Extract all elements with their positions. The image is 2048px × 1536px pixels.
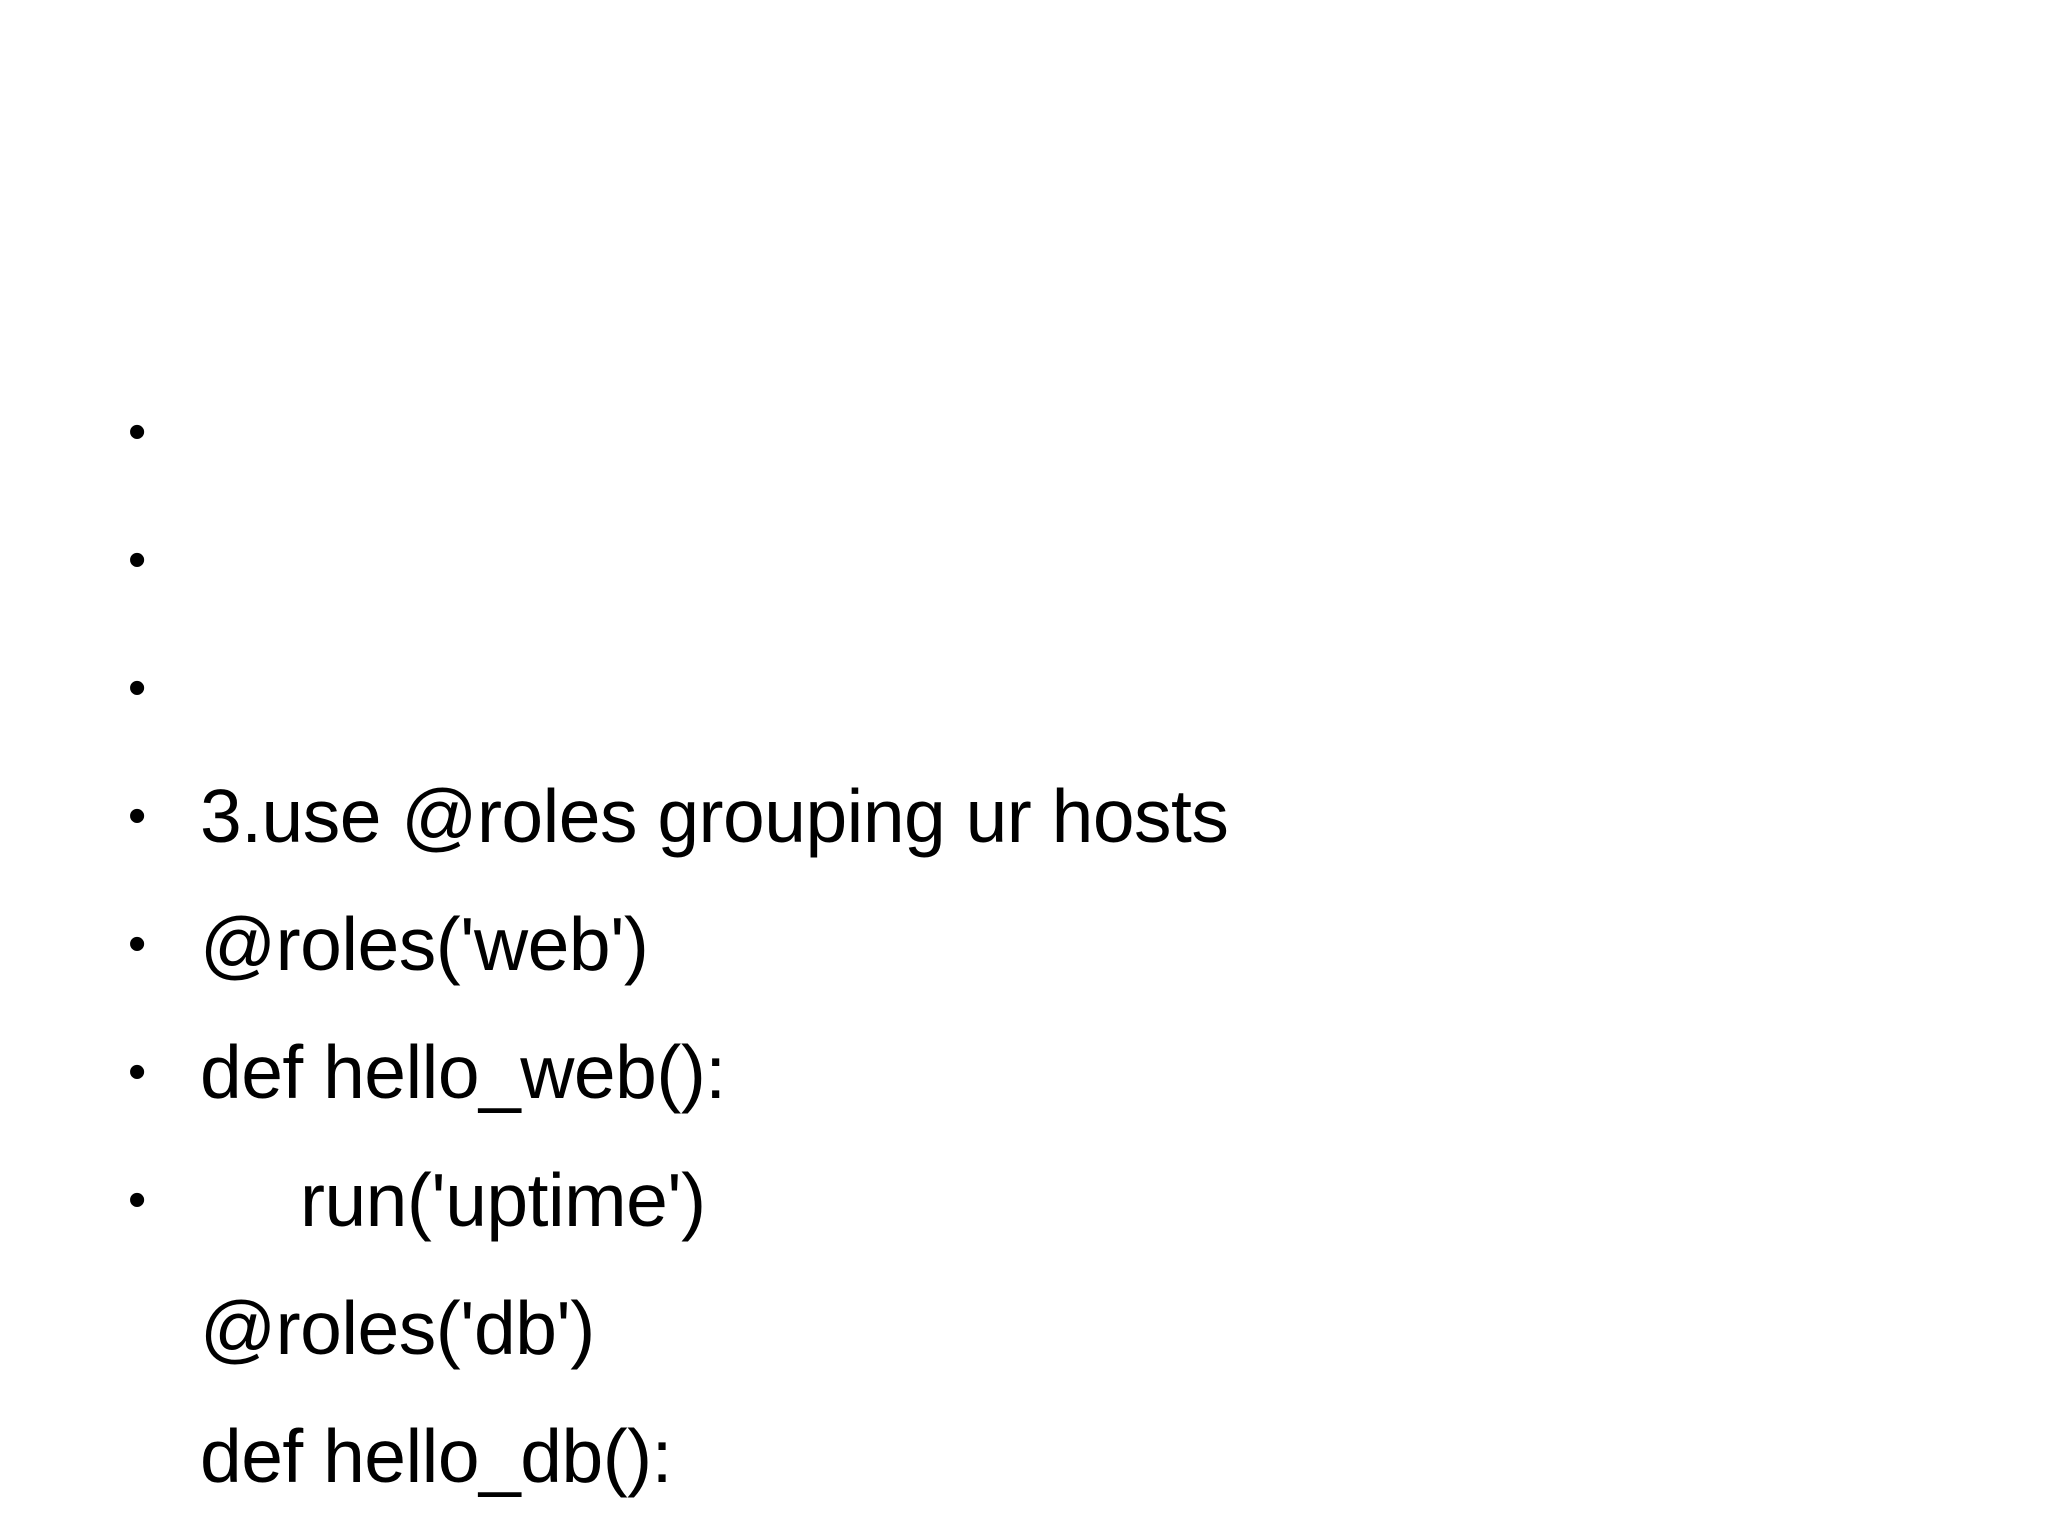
list-item-text: run('uptime') <box>300 1158 706 1242</box>
list-item-text: @roles('web') <box>200 902 649 986</box>
list-item-text: run('uptime') <box>300 1520 2048 1536</box>
list-item-text: 3.use @roles grouping ur hosts <box>200 774 1229 858</box>
bullet-list: • 3.use @roles grouping ur hosts • @role… <box>0 368 2048 1498</box>
bullet-point-icon: • <box>128 403 146 461</box>
list-item-text: @roles('db') <box>200 1286 595 1370</box>
bullet-point-icon: • <box>128 915 146 973</box>
bullet-point-icon: • <box>128 531 146 589</box>
bullet-point-icon: • <box>128 1043 146 1101</box>
slide-content-placeholder: • 3.use @roles grouping ur hosts • @role… <box>0 368 2048 1498</box>
list-item[interactable]: • run('uptime') <box>0 752 2048 1242</box>
list-item[interactable]: • def hello_web(): <box>0 624 2048 1114</box>
bullet-point-icon: • <box>128 1171 146 1229</box>
list-item-text: def hello_web(): <box>200 1030 726 1114</box>
list-item[interactable]: • run('uptime') <box>0 1136 2048 1264</box>
list-item-text: def hello_db(): <box>200 1414 672 1498</box>
list-item[interactable]: • 3.use @roles grouping ur hosts <box>0 368 2048 858</box>
list-item[interactable]: • def hello_db(): <box>0 1008 2048 1498</box>
list-item[interactable]: • @roles('db') <box>0 880 2048 1370</box>
bullet-point-icon: • <box>128 659 146 717</box>
bullet-point-icon: • <box>128 787 146 845</box>
list-item[interactable]: • @roles('web') <box>0 496 2048 986</box>
